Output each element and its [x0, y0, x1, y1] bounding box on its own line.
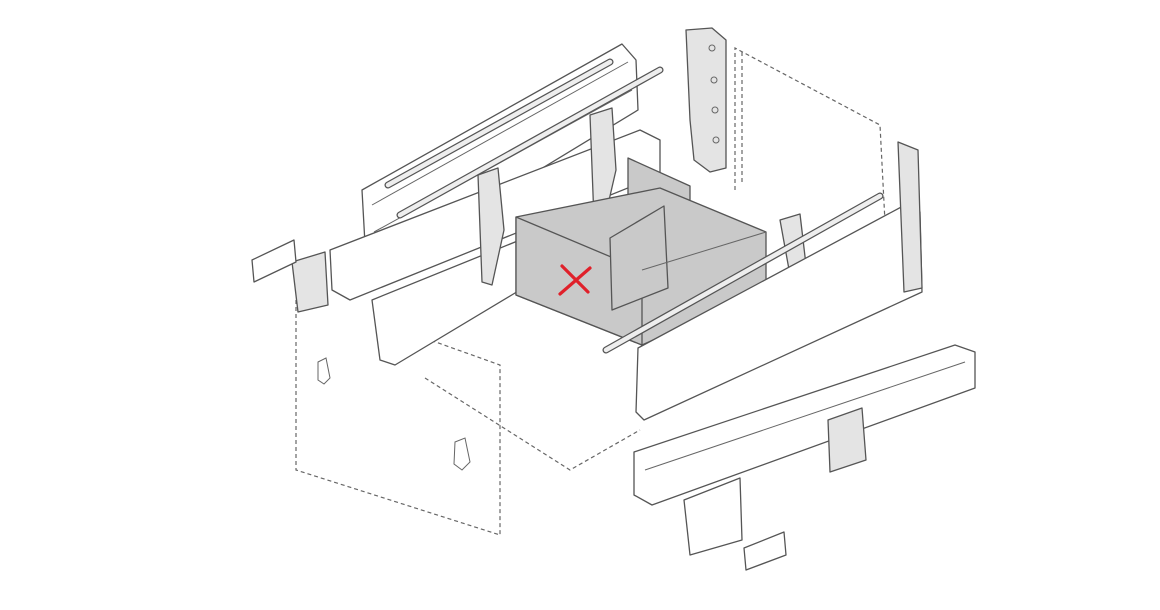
back-upright-rail [685, 27, 727, 173]
gallery-brackets [477, 107, 807, 286]
right-side-panel [602, 141, 923, 421]
spacer-plates [251, 239, 787, 571]
red-x-marker [558, 264, 592, 296]
right-front-runner [633, 344, 976, 556]
left-dashed-cabinet-side [295, 300, 641, 536]
right-cabinet-outline [734, 47, 886, 223]
hooks [317, 357, 471, 471]
